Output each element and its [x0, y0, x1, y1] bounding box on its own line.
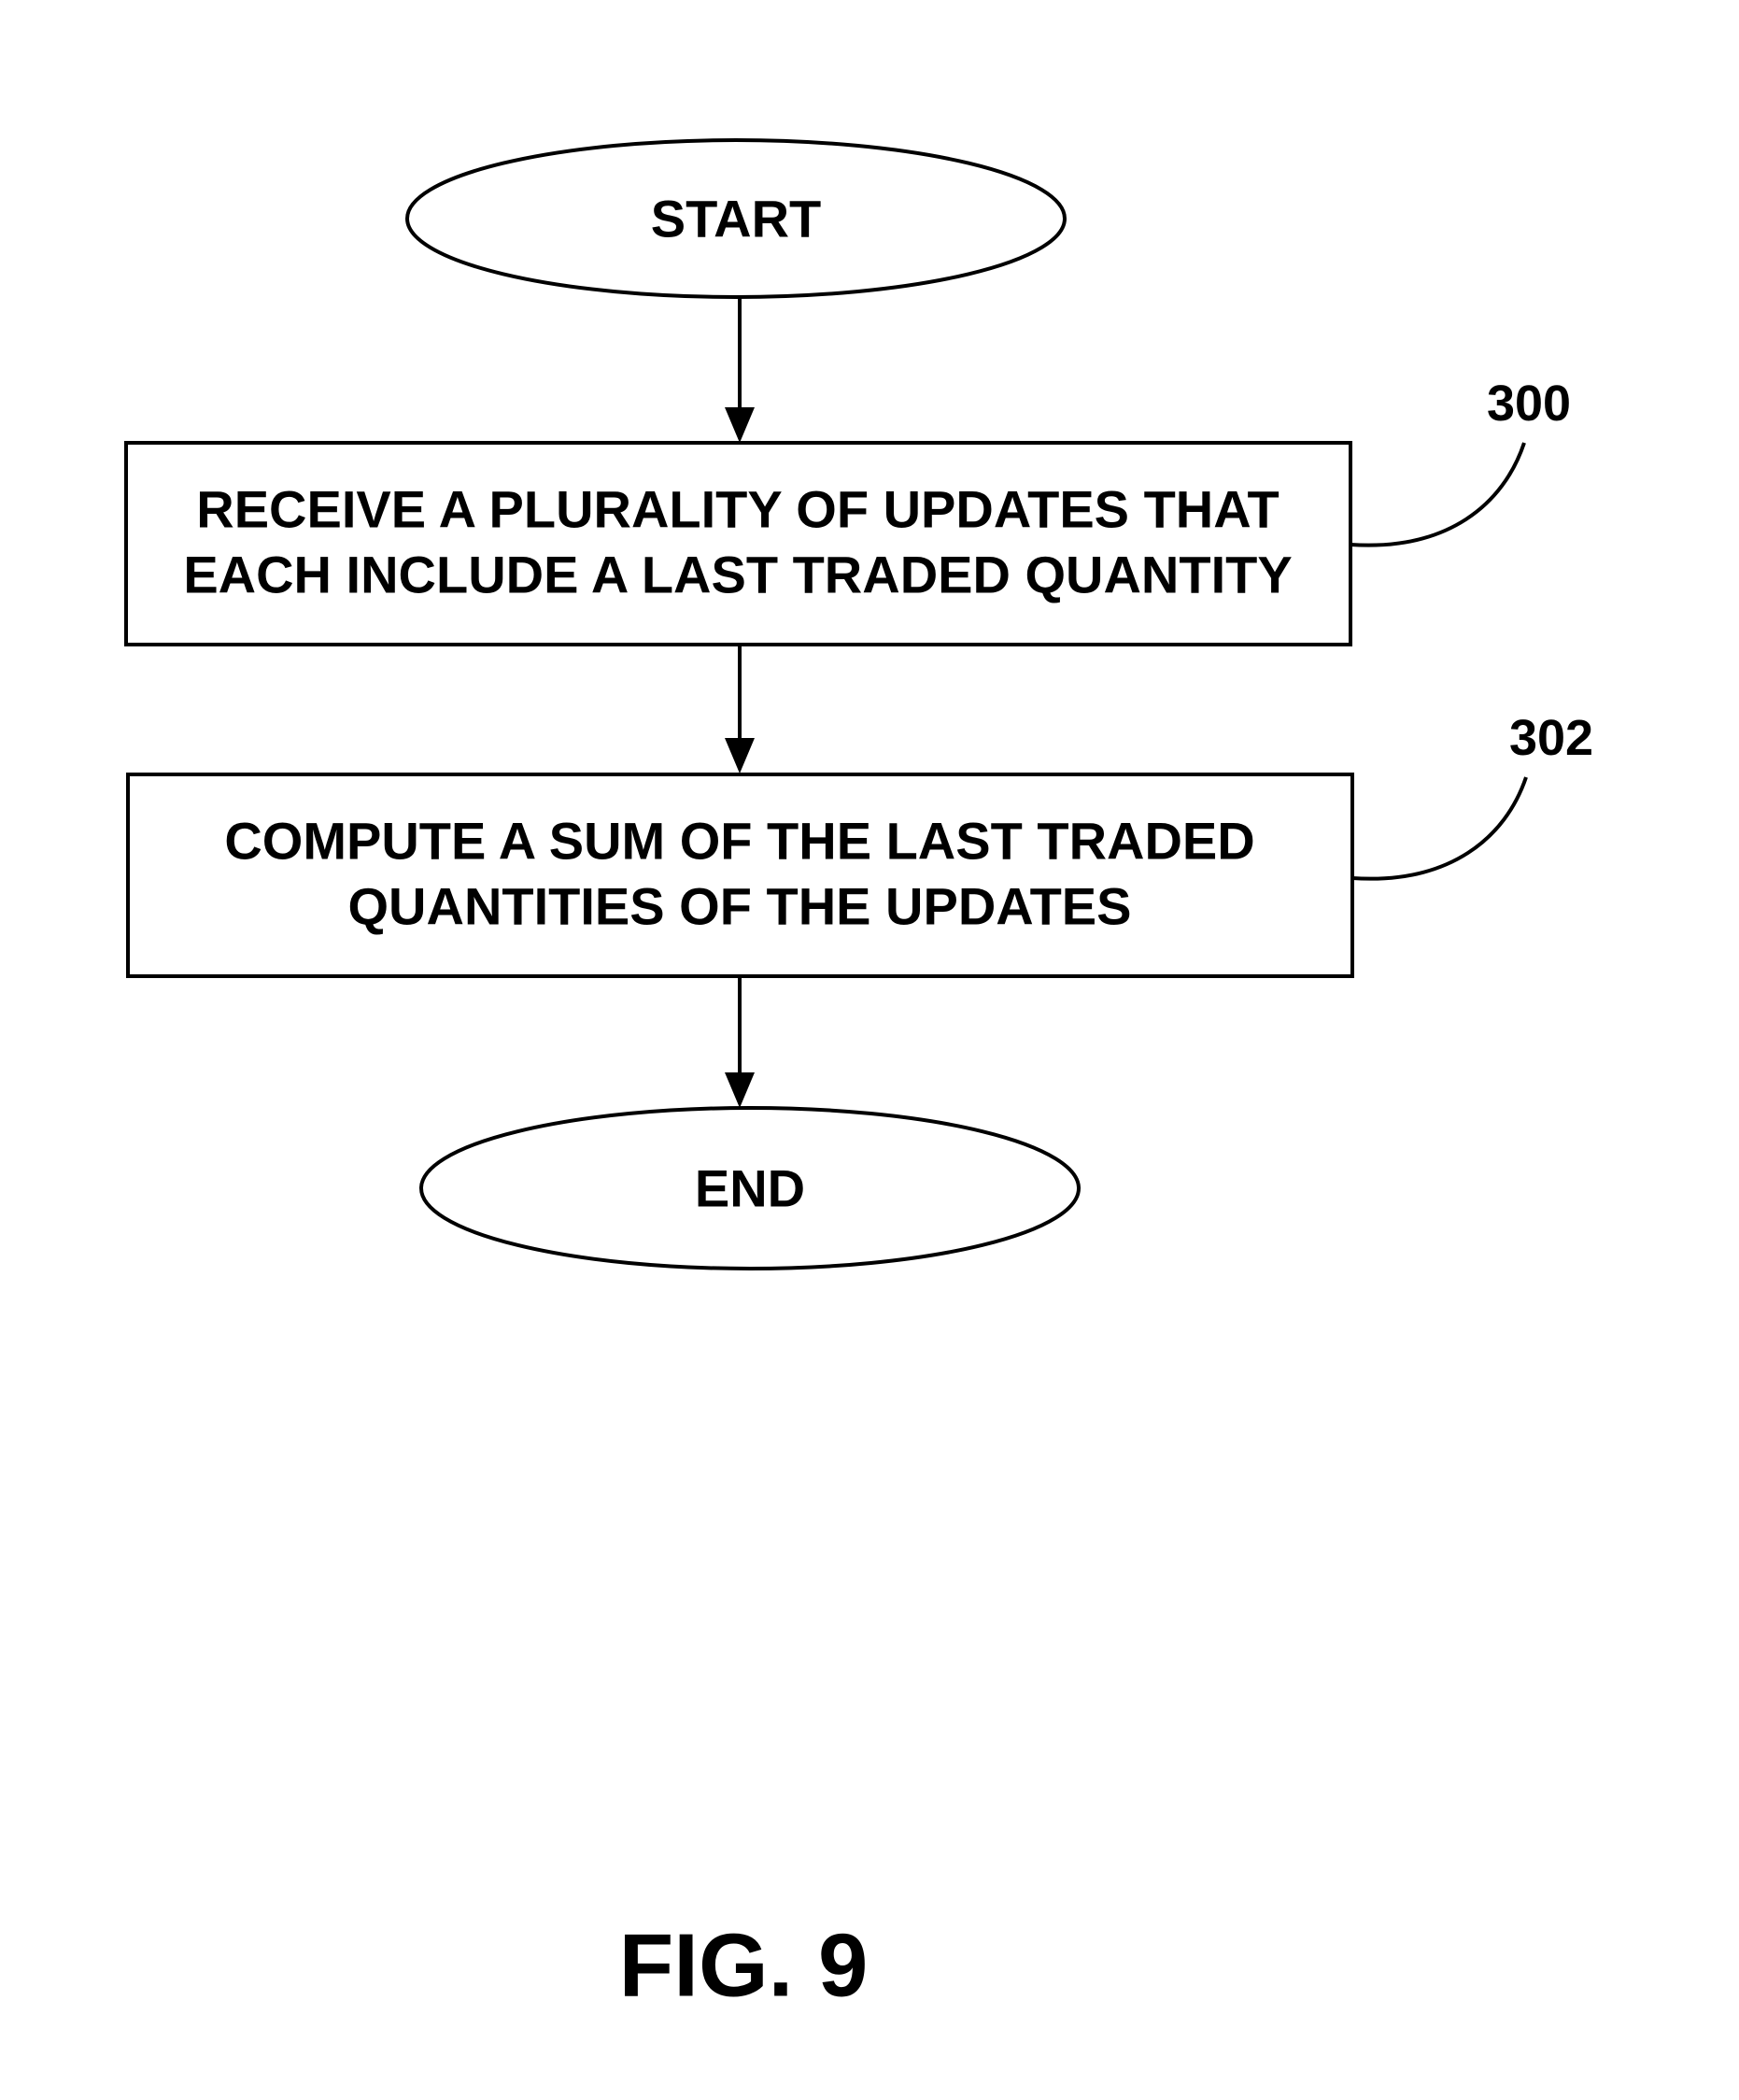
start-label: START: [651, 190, 822, 248]
process-box-302-frame: [128, 774, 1352, 976]
process-box-300-line-2: EACH INCLUDE A LAST TRADED QUANTITY: [183, 546, 1292, 604]
arrow-start-to-step-300: [725, 297, 755, 443]
end-label: END: [695, 1159, 805, 1218]
process-box-300-line-1: RECEIVE A PLURALITY OF UPDATES THAT: [196, 480, 1279, 539]
process-box-300-frame: [126, 443, 1350, 645]
process-box-300: RECEIVE A PLURALITY OF UPDATES THAT EACH…: [126, 443, 1350, 645]
reference-300-label: 300: [1487, 376, 1571, 432]
process-box-302-line-1: COMPUTE A SUM OF THE LAST TRADED: [224, 812, 1254, 871]
arrow-step-300-to-step-302: [725, 645, 755, 773]
start-terminal: START: [407, 140, 1065, 297]
process-box-302-line-2: QUANTITIES OF THE UPDATES: [348, 877, 1132, 936]
reference-302-leader: [1352, 777, 1526, 879]
reference-300-leader: [1350, 443, 1524, 546]
reference-302: 302: [1352, 710, 1593, 879]
arrow-step-302-to-end: [725, 976, 755, 1108]
reference-302-label: 302: [1509, 710, 1593, 766]
figure-caption: FIG. 9: [619, 1916, 869, 2016]
process-box-302: COMPUTE A SUM OF THE LAST TRADED QUANTIT…: [128, 774, 1352, 976]
reference-300: 300: [1350, 376, 1571, 546]
end-terminal: END: [421, 1108, 1079, 1269]
